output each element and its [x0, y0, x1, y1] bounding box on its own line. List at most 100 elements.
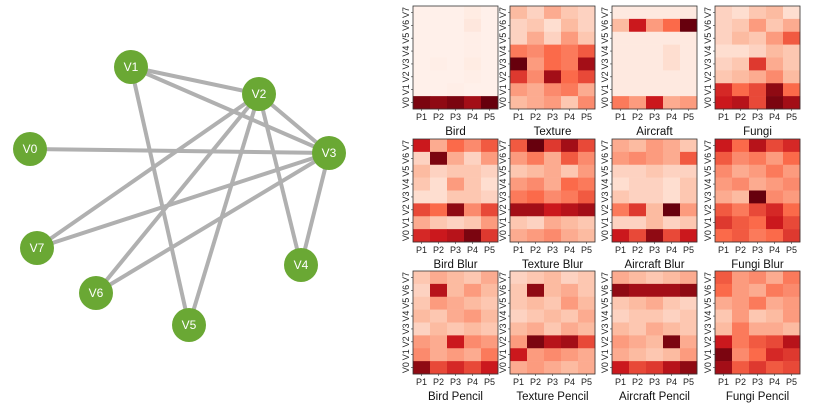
heat-cell: [612, 44, 630, 58]
heat-cell: [561, 348, 579, 362]
heat-cell: [680, 283, 698, 298]
heat-cell: [544, 139, 562, 153]
y-tick-label: V7: [600, 272, 610, 283]
heat-cell: [430, 283, 448, 298]
heat-cell: [783, 229, 801, 243]
heat-cell: [544, 348, 562, 362]
graph-node-v7: V7: [20, 231, 54, 265]
x-tick-label: P1: [513, 377, 524, 387]
heatmap-title: Aircraft Pencil: [619, 391, 690, 403]
heatmap-title: Texture Blur: [522, 259, 584, 271]
heat-cell: [680, 322, 698, 336]
heat-cell: [561, 335, 579, 349]
heat-cell: [663, 83, 681, 97]
heat-cell: [680, 309, 698, 323]
graph-edge-v2-v6: [94, 92, 261, 295]
heat-cell: [544, 271, 562, 285]
y-tick-label: V0: [401, 362, 411, 373]
heat-cell: [783, 96, 801, 110]
heat-cell: [447, 151, 465, 166]
heat-cell: [447, 164, 465, 178]
heat-cell: [732, 70, 750, 84]
heat-cell: [766, 31, 784, 45]
heat-cell: [527, 164, 545, 178]
x-tick-label: P3: [649, 245, 660, 255]
x-tick-label: P1: [615, 245, 626, 255]
graph-edge-v1-v5: [129, 66, 191, 326]
heat-cell: [413, 190, 431, 204]
heat-cell: [578, 83, 596, 97]
heat-cell: [413, 57, 431, 71]
heat-cell: [510, 57, 528, 71]
heat-cell: [680, 190, 698, 204]
heat-cell: [749, 164, 767, 178]
heat-cell: [783, 31, 801, 45]
heat-cell: [544, 309, 562, 323]
heat-cell: [481, 96, 499, 110]
y-tick-label: V5: [401, 298, 411, 309]
heat-cell: [680, 203, 698, 217]
heat-cell: [481, 190, 499, 204]
heat-cell: [715, 177, 733, 191]
heat-cell: [715, 190, 733, 204]
heat-cell: [561, 151, 579, 166]
x-tick-label: P5: [683, 112, 694, 122]
heat-cell: [783, 70, 801, 84]
heat-cell: [544, 177, 562, 191]
heat-cell: [715, 164, 733, 178]
heat-cell: [680, 271, 698, 285]
heat-cell: [715, 151, 733, 166]
heat-cell: [544, 57, 562, 71]
heat-cell: [783, 83, 801, 97]
heat-cell: [732, 139, 750, 153]
y-tick-label: V7: [600, 140, 610, 151]
heat-cell: [663, 139, 681, 153]
y-tick-label: V0: [600, 230, 610, 241]
heat-cell: [481, 44, 499, 58]
heat-cell: [766, 322, 784, 336]
heat-cell: [715, 322, 733, 336]
heat-cell: [510, 177, 528, 191]
heat-cell: [749, 348, 767, 362]
heat-cell: [766, 361, 784, 375]
heat-cell: [430, 6, 448, 20]
heat-cell: [732, 309, 750, 323]
heat-cell: [749, 203, 767, 217]
heat-cell: [544, 44, 562, 58]
heat-cell: [646, 6, 664, 20]
heat-cell: [481, 31, 499, 45]
heat-cell: [481, 151, 499, 166]
heat-cell: [413, 216, 431, 230]
heat-cell: [612, 6, 630, 20]
heat-cell: [561, 177, 579, 191]
heatmap-title: Texture: [534, 126, 572, 138]
heatmap-title: Bird Blur: [433, 259, 477, 271]
heat-cell: [447, 322, 465, 336]
heat-cell: [629, 18, 647, 33]
heat-cell: [629, 151, 647, 166]
heat-cell: [481, 283, 499, 298]
heat-cell: [447, 216, 465, 230]
graph-edge-v3-v7: [36, 151, 330, 250]
heat-cell: [629, 70, 647, 84]
graph-edge-v3-v6: [94, 151, 331, 295]
heat-cell: [527, 57, 545, 71]
graph-node-v4: V4: [284, 248, 318, 282]
heat-cell: [481, 216, 499, 230]
y-tick-label: V6: [498, 285, 508, 296]
heat-cell: [430, 309, 448, 323]
heat-cell: [749, 361, 767, 375]
heat-cell: [527, 361, 545, 375]
heat-cell: [413, 309, 431, 323]
heat-cell: [464, 177, 482, 191]
heat-cell: [578, 216, 596, 230]
x-tick-label: P2: [632, 112, 643, 122]
heat-cell: [646, 190, 664, 204]
heat-cell: [430, 70, 448, 84]
heat-cell: [430, 322, 448, 336]
heat-cell: [663, 190, 681, 204]
heat-cell: [578, 164, 596, 178]
